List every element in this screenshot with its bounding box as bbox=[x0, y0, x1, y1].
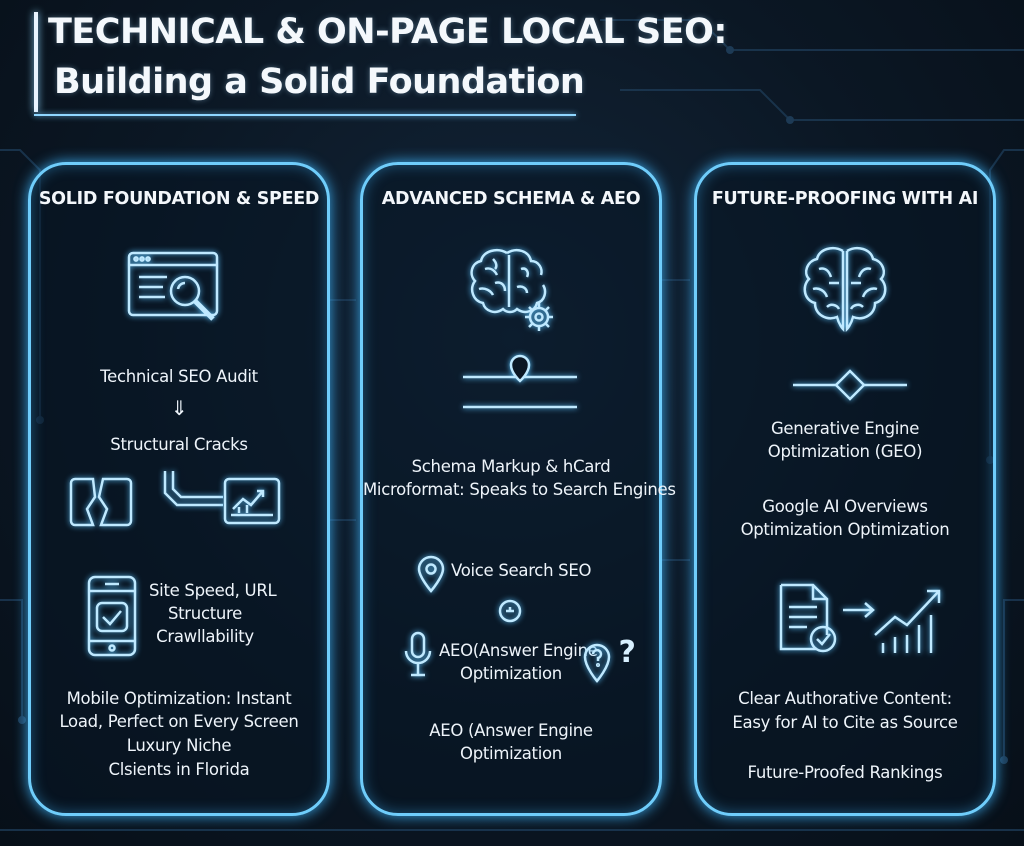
aeo-answer-engine-label-2: AEO (Answer Engine bbox=[429, 721, 593, 740]
title-line-1: TECHNICAL & ON-PAGE LOCAL SEO: bbox=[48, 12, 727, 52]
down-arrow: ⇓ bbox=[170, 396, 188, 420]
easy-for-ai-label: Easy for AI to Cite as Source bbox=[732, 713, 958, 732]
chart-monitor-icon bbox=[223, 477, 281, 527]
panel-future-proofing: FUTURE-PROOFING WITH AI Generative Engin… bbox=[694, 162, 996, 816]
browser-search-icon bbox=[127, 249, 227, 329]
title-underline bbox=[34, 114, 576, 116]
load-perfect-label: Load, Perfect on Every Screen bbox=[59, 712, 299, 731]
geo-label: Optimization (GEO) bbox=[767, 442, 923, 461]
title-accent-bar bbox=[34, 12, 38, 112]
google-ai-overviews-label: Google AI Overviews bbox=[762, 497, 928, 516]
aeo-answer-engine-label-1: AEO(Answer Engine bbox=[439, 641, 598, 660]
growth-chart-icon bbox=[873, 585, 945, 655]
circuit-connector-icon bbox=[163, 471, 225, 511]
generative-engine-label: Generative Engine bbox=[770, 419, 920, 438]
site-speed-label: Site Speed, URL bbox=[149, 581, 277, 600]
document-check-icon bbox=[777, 583, 839, 655]
arrow-right-icon bbox=[843, 601, 877, 619]
divider-pin-icon bbox=[463, 353, 577, 409]
panel-heading: SOLID FOUNDATION & SPEED bbox=[38, 189, 320, 209]
microformat-label: Microformat: Speaks to Search Engines bbox=[363, 480, 676, 499]
panel-solid-foundation: SOLID FOUNDATION & SPEED Technical SEO A… bbox=[28, 162, 330, 816]
schema-markup-label: Schema Markup & hCard bbox=[411, 457, 611, 476]
voice-search-label: Voice Search SEO bbox=[451, 561, 592, 580]
divider-diamond-icon bbox=[793, 365, 907, 405]
panel-advanced-schema: ADVANCED SCHEMA & AEO Schema Markup & hC… bbox=[360, 162, 676, 816]
optimization-label-2: Optimization bbox=[460, 744, 562, 763]
circuit-node-icon bbox=[497, 598, 523, 624]
structure-label: Structure bbox=[167, 604, 243, 623]
technical-seo-audit-label: Technical SEO Audit bbox=[100, 367, 258, 386]
structural-cracks-label: Structural Cracks bbox=[110, 435, 248, 454]
question-bubble-icon bbox=[583, 643, 611, 683]
phone-check-icon bbox=[87, 575, 137, 659]
clear-authoritative-label: Clear Authorative Content: bbox=[738, 689, 952, 708]
title-line-2: Building a Solid Foundation bbox=[54, 62, 585, 102]
location-pin-icon bbox=[417, 555, 445, 593]
clients-florida-label: Clsients in Florida bbox=[108, 760, 250, 779]
optimization-optimization-label: Optimization Optimization bbox=[740, 520, 950, 539]
broken-block-icon bbox=[69, 477, 133, 527]
panel-heading: ADVANCED SCHEMA & AEO bbox=[381, 189, 641, 209]
brain-gear-icon bbox=[467, 245, 563, 337]
future-proofed-rankings-label: Future-Proofed Rankings bbox=[747, 763, 943, 782]
panel-heading: FUTURE-PROOFING WITH AI bbox=[711, 189, 979, 209]
question-mark: ? bbox=[618, 635, 636, 670]
microphone-icon bbox=[403, 631, 433, 679]
crawlability-label: Crawllability bbox=[156, 627, 254, 646]
brain-icon bbox=[799, 245, 891, 337]
mobile-optimization-label: Mobile Optimization: Instant bbox=[66, 689, 292, 708]
optimization-label-1: Optimization bbox=[460, 664, 562, 683]
luxury-niche-label: Luxury Niche bbox=[126, 736, 232, 755]
